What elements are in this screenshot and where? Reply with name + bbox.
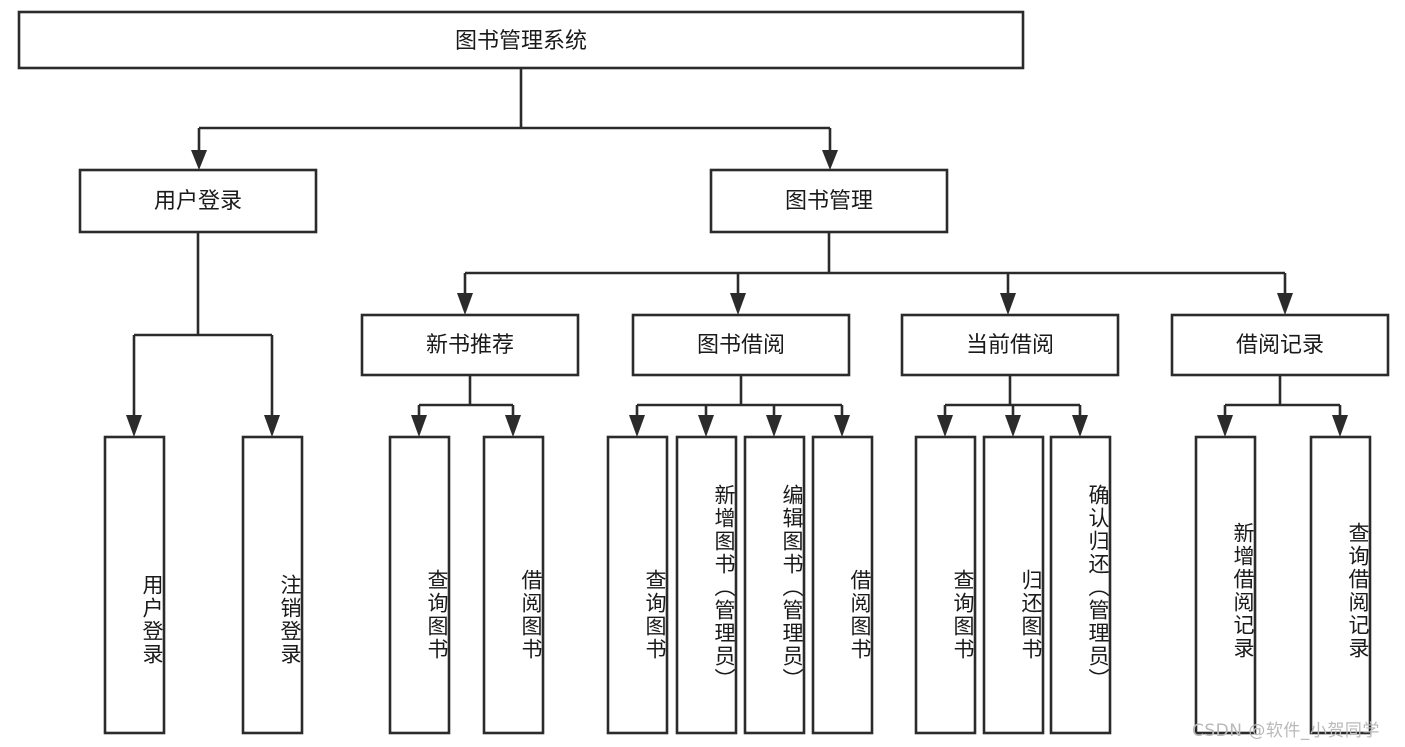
arrow-head-icon <box>1332 415 1348 437</box>
arrow-head-icon <box>937 415 953 437</box>
node-book-management-label: 图书管理 <box>785 189 873 214</box>
leaf-box-add-book[interactable] <box>675 435 738 735</box>
node-root-box[interactable] <box>17 10 1025 70</box>
node-user-login-box[interactable] <box>78 168 318 234</box>
arrow-head-icon <box>264 415 280 437</box>
leaf-box-edit-book[interactable] <box>743 435 806 735</box>
arrow-head-icon <box>1217 415 1233 437</box>
arrow-head-icon <box>505 415 521 437</box>
node-book-management[interactable]: 图书管理 <box>709 168 949 234</box>
leaf-box-add-record[interactable] <box>1194 435 1257 735</box>
leaf-box-confirm-return[interactable] <box>1049 435 1112 735</box>
arrow-head-icon <box>730 293 746 315</box>
arrow-head-icon <box>698 415 714 437</box>
node-root-label: 图书管理系统 <box>455 29 587 54</box>
arrow-head-icon <box>834 415 850 437</box>
node-borrow-record[interactable]: 借阅记录 <box>1170 313 1390 377</box>
node-new-book-recommend[interactable]: 新书推荐 <box>360 313 580 377</box>
arrow-head-icon <box>126 415 142 437</box>
node-user-login[interactable]: 用户登录 <box>78 168 318 234</box>
leaf-box-query-book-2[interactable] <box>606 435 669 735</box>
arrow-head-icon <box>766 415 782 437</box>
node-root[interactable]: 图书管理系统 <box>17 10 1025 70</box>
arrow-head-icon <box>1000 293 1016 315</box>
connector-root-to-level2 <box>191 68 838 170</box>
leaf-box-return-book[interactable] <box>982 435 1045 735</box>
leaf-box-query-book-1[interactable] <box>388 435 451 735</box>
arrow-head-icon <box>1072 415 1088 437</box>
leaf-box-logout[interactable] <box>241 435 304 735</box>
node-book-borrow[interactable]: 图书借阅 <box>631 313 851 377</box>
arrow-head-icon <box>1005 415 1021 437</box>
leaf-box-query-book-3[interactable] <box>914 435 977 735</box>
node-current-borrow[interactable]: 当前借阅 <box>900 313 1120 377</box>
connector-book-borrow-to-leaves <box>629 375 850 437</box>
arrow-head-icon <box>629 415 645 437</box>
leaf-box-borrow-book-1[interactable] <box>482 435 545 735</box>
node-current-borrow-label: 当前借阅 <box>966 333 1054 358</box>
node-new-book-recommend-box[interactable] <box>360 313 580 377</box>
leaf-box-user-login[interactable] <box>103 435 166 735</box>
node-borrow-record-label: 借阅记录 <box>1236 333 1324 358</box>
connector-borrow-record-to-leaves <box>1217 375 1348 437</box>
node-user-login-label: 用户登录 <box>154 189 242 214</box>
connector-new-book-to-leaves <box>411 375 521 437</box>
arrow-head-icon <box>1277 293 1293 315</box>
node-new-book-recommend-label: 新书推荐 <box>426 333 514 358</box>
leaf-box-borrow-book-2[interactable] <box>811 435 874 735</box>
connector-user-login-to-leaves <box>126 232 280 437</box>
connector-current-borrow-to-leaves <box>937 375 1088 437</box>
arrow-head-icon <box>822 150 838 170</box>
connector-book-management-to-level3 <box>457 232 1293 315</box>
watermark-text: CSDN @软件_小贺同学 <box>1192 721 1380 741</box>
node-current-borrow-box[interactable] <box>900 313 1120 377</box>
arrow-head-icon <box>191 150 207 170</box>
node-book-borrow-label: 图书借阅 <box>697 333 785 358</box>
arrow-head-icon <box>411 415 427 437</box>
arrow-head-icon <box>457 293 473 315</box>
leaf-box-query-record[interactable] <box>1309 435 1372 735</box>
